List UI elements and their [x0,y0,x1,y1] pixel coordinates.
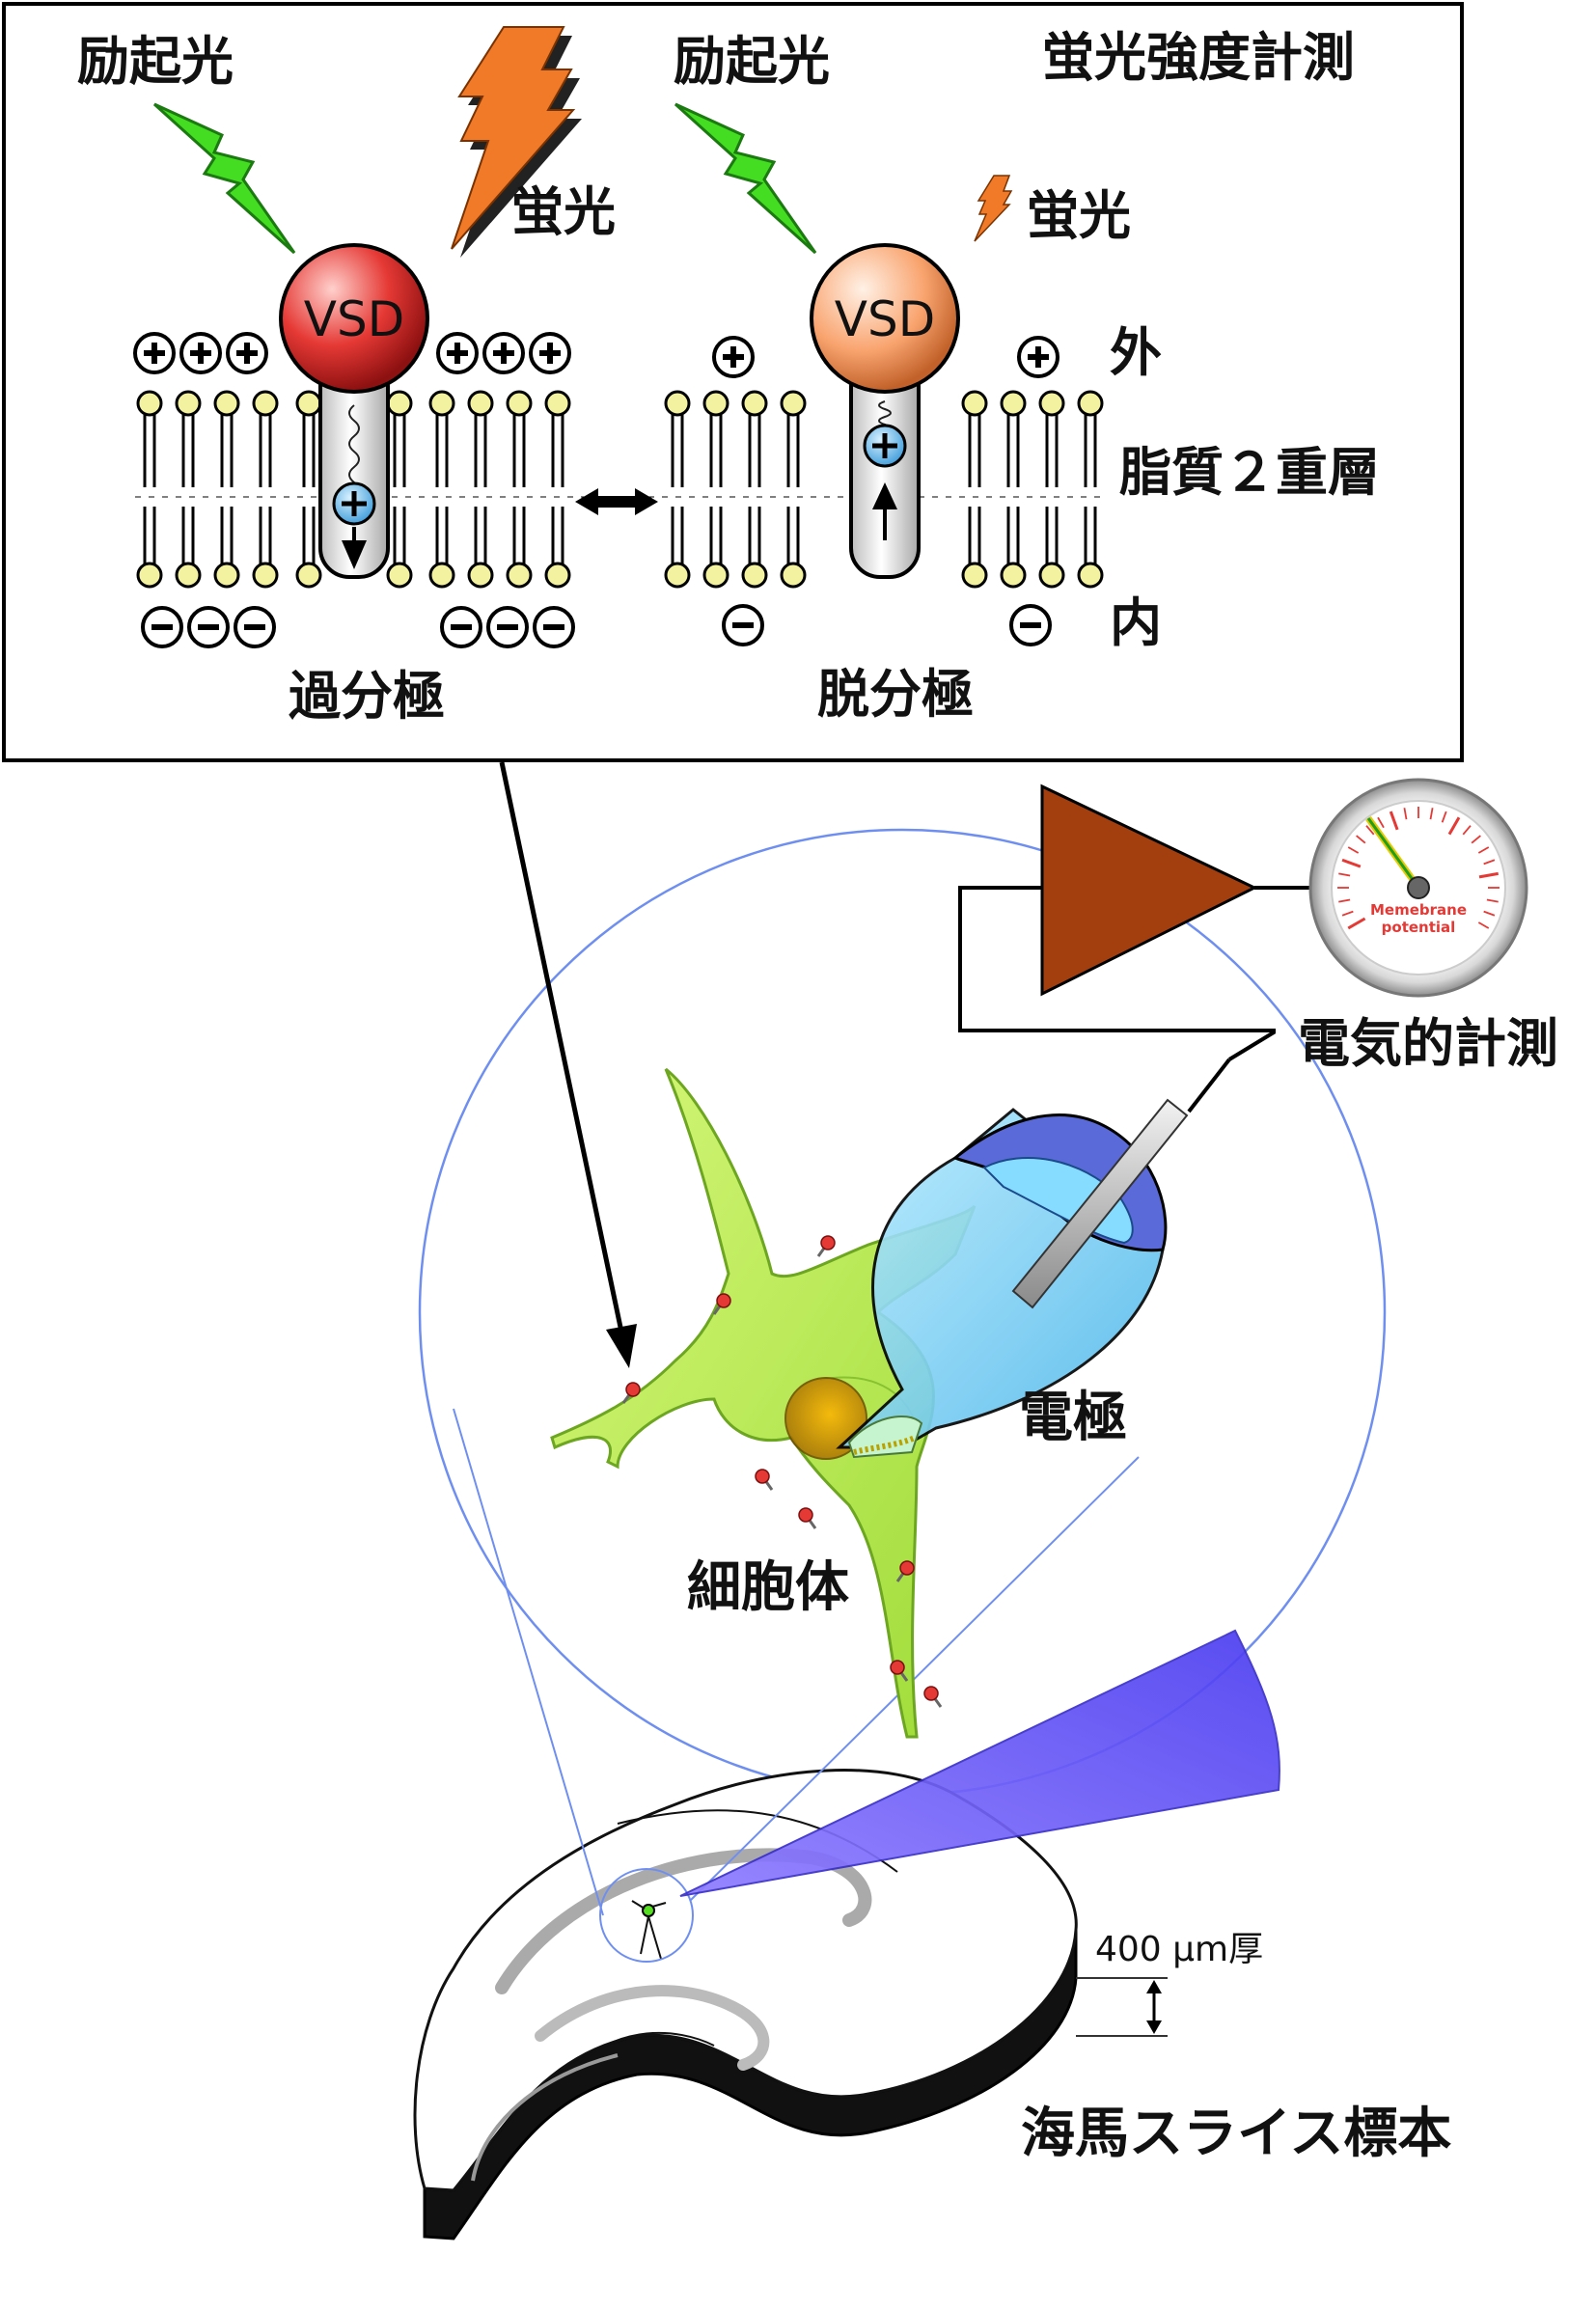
plus-charge-icon [133,332,176,374]
excitation-label-right: 励起光 [674,31,830,92]
soma-label: 細胞体 [687,1556,849,1619]
lipid-molecule [467,390,494,589]
probe-arrowhead-down [342,540,367,569]
electrical-measurement-label: 電気的計測 [1298,1013,1558,1074]
lipid-molecule [780,390,807,589]
outside-label: 外 [1110,322,1162,383]
plus-charge-icon [179,332,222,374]
minus-charge-icon [440,606,482,648]
measurement-panel-frame [2,2,1464,762]
spine [621,1382,641,1404]
fluorescence-label-left: 蛍光 [511,181,616,242]
slice-zoom-spot [599,1868,694,1963]
lipid-molecule [702,390,729,589]
minus-charge-icon [141,606,183,648]
lipid-molecule [252,390,279,589]
lipid-molecule [428,390,455,589]
depolarization-label: 脱分極 [817,664,974,725]
spine [798,1507,817,1529]
minus-charge-icon [486,606,529,648]
spine [712,1293,731,1315]
light-beam [679,1629,1280,1897]
lipid-molecule [175,390,202,589]
lipid-molecule [506,390,533,589]
lipid-molecule [1038,390,1065,589]
minus-charge-icon [187,606,230,648]
probe-charge-left-plus [342,491,367,516]
spine [890,1660,909,1682]
lipid-molecule [664,390,691,589]
electrode [836,1058,1231,1459]
state-exchange-arrow-icon [575,488,658,515]
lipid-molecule [741,390,768,589]
meter-text-1: Memebrane [1370,901,1467,919]
vsd-sphere-depolarized [810,243,960,394]
amplifier-wiring [958,886,1314,1061]
spine [923,1686,943,1708]
plus-charge-icon [436,332,479,374]
spine [816,1235,836,1257]
dendritic-spines [621,1235,943,1708]
minus-charge-icon [533,606,575,648]
lipid-bilayer [135,390,1105,589]
vsd-label-left: VSD [304,291,404,347]
hippocampal-slice [413,1769,1078,2240]
excitation-left-bolt-icon [152,102,296,255]
inside-label: 内 [1110,592,1162,653]
plus-charge-icon [226,332,268,374]
vsd-label-right: VSD [835,291,935,347]
plus-charge-icon [482,332,525,374]
thickness-indicator [1076,1977,1168,2037]
fluorescence-right-bolt-icon [974,175,1013,242]
fluorescence-left-bolt-icon-front [451,26,576,250]
spine [895,1560,915,1582]
probe-charge-right-plus [872,433,897,458]
vsd-sphere-hyperpolarized [279,243,429,394]
minus-charge-icon [1009,604,1052,646]
plus-charge-icon [529,332,571,374]
lipid-molecule [136,390,163,589]
nucleus [784,1377,867,1460]
probe-arrowhead-up [872,482,897,509]
link-arrowhead-icon [606,1324,637,1368]
lipid-molecule [213,390,240,589]
bilayer-label: 脂質２重層 [1119,442,1380,503]
meter-text-2: potential [1382,919,1456,936]
fluorescence-label-right: 蛍光 [1027,185,1131,246]
electrode-label: 電極 [1019,1387,1127,1449]
spine [755,1469,774,1491]
minus-charge-icon [234,606,276,648]
excitation-label-left: 励起光 [77,31,234,92]
lipid-molecule [1077,390,1104,589]
lipid-molecule [295,390,322,589]
amplifier-icon [1040,783,1258,997]
membrane-potential-meter [1308,778,1528,998]
link-arrow [499,761,625,1337]
lipid-molecule [1000,390,1027,589]
excitation-right-bolt-icon [674,102,817,255]
lipid-molecule [386,390,413,589]
panel-title: 蛍光強度計測 [1042,27,1355,88]
hyperpolarization-label: 過分極 [289,666,445,727]
membrane-charges [133,332,1059,648]
plus-charge-icon [712,336,755,378]
plus-charge-icon [1017,336,1059,378]
lipid-molecule [544,390,571,589]
minus-charge-icon [722,604,764,646]
lipid-molecule [961,390,988,589]
thickness-label: 400 μm厚 [1095,1930,1263,1969]
slice-label: 海馬スライス標本 [1021,2103,1451,2165]
